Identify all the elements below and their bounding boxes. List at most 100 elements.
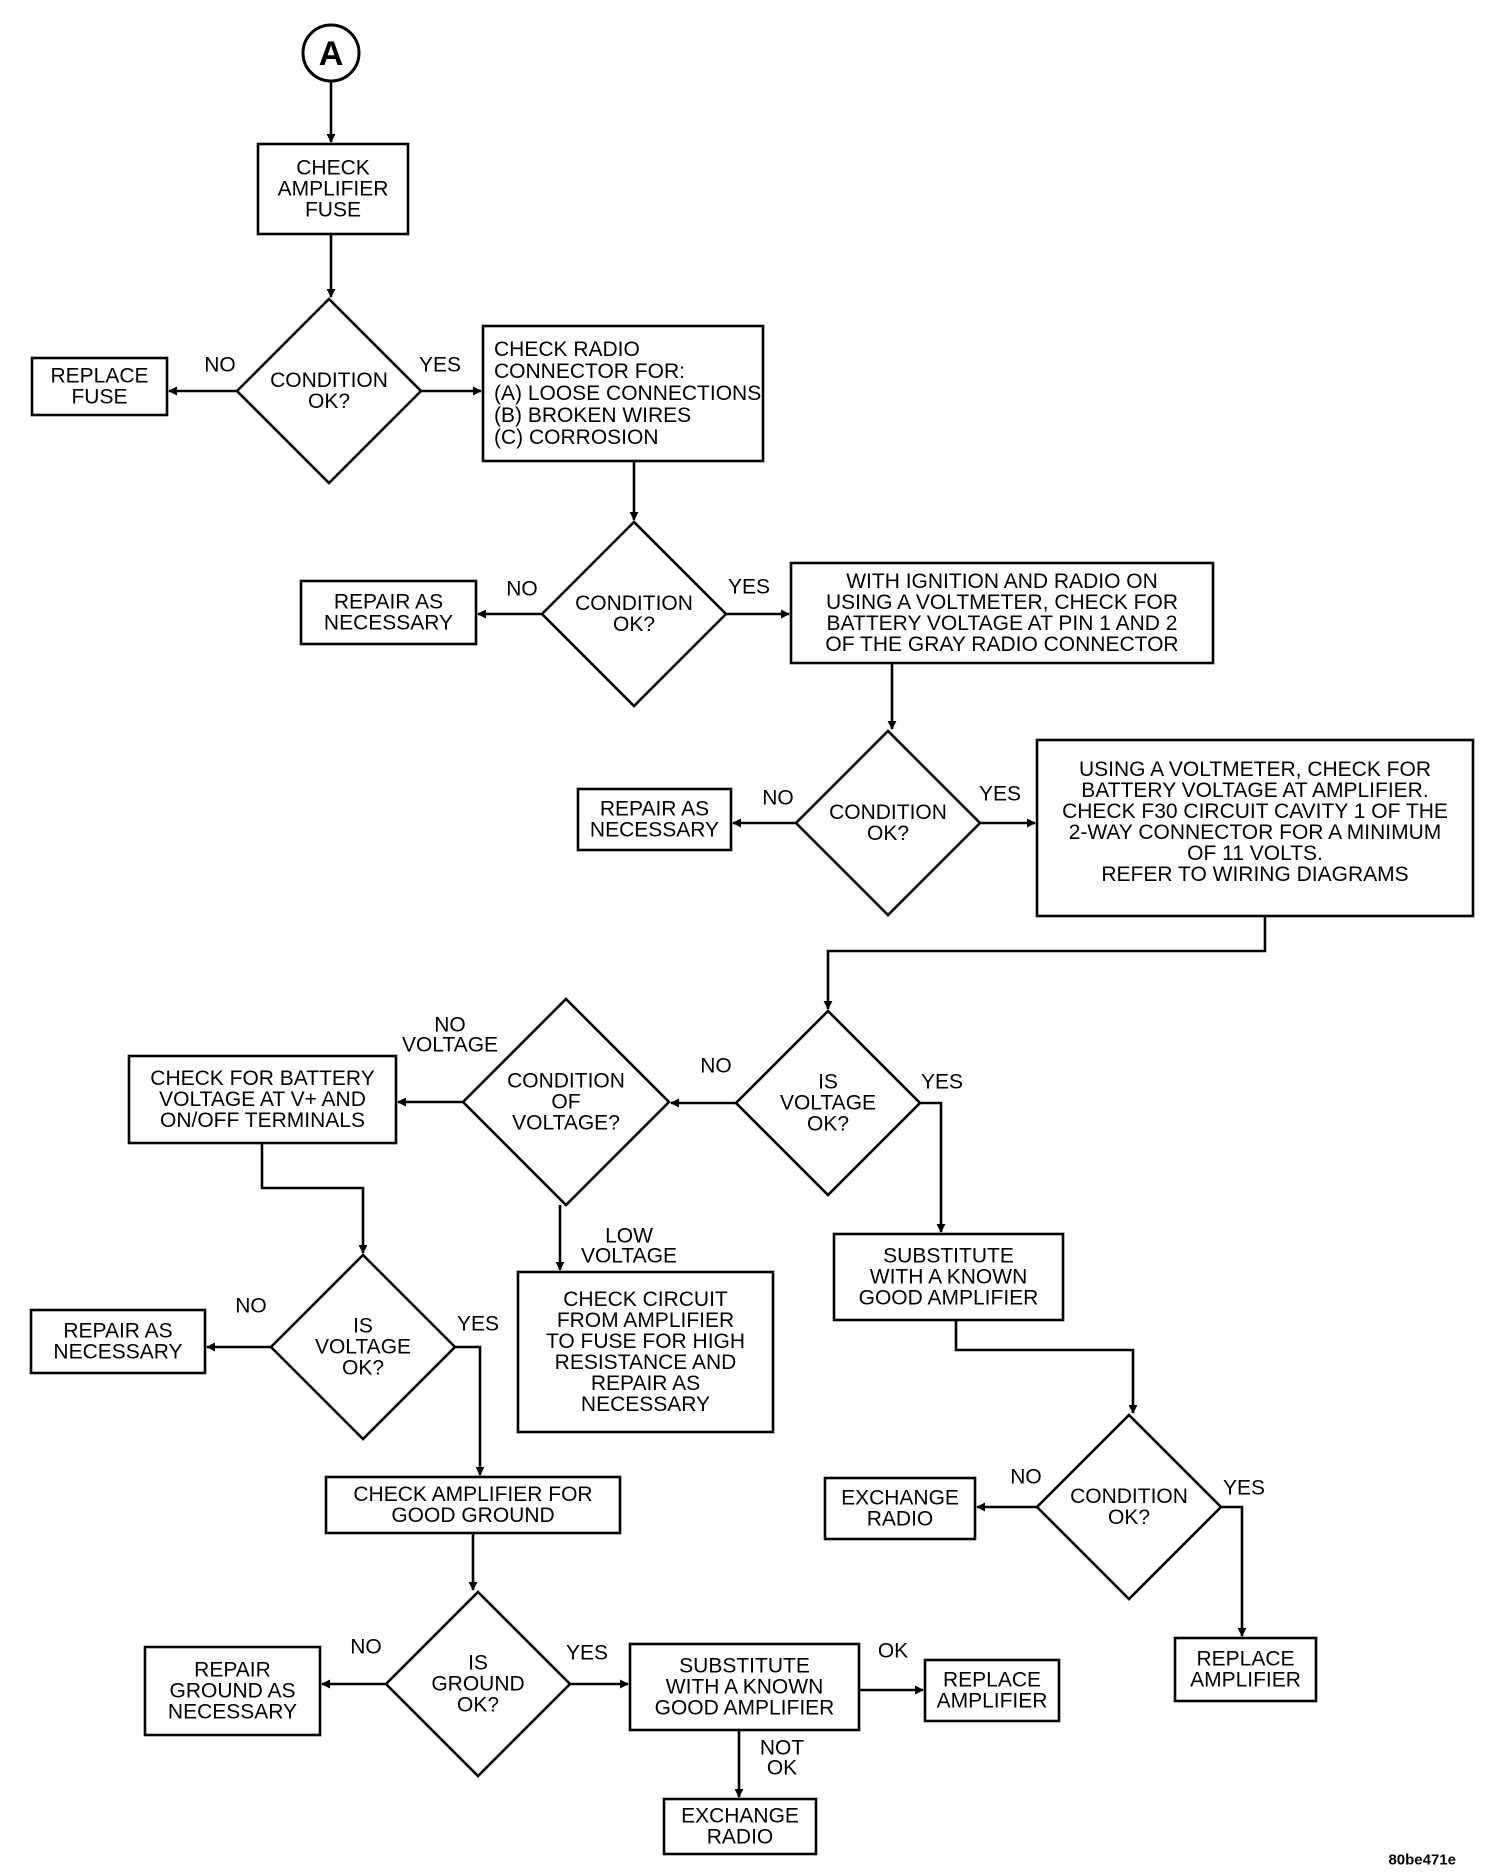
text-line: ON/OFF TERMINALS	[160, 1109, 365, 1132]
text-line: OK?	[342, 1357, 384, 1380]
flow-arrow	[1221, 1505, 1247, 1637]
box-outline	[256, 142, 410, 236]
text-line: YES	[566, 1642, 608, 1665]
edge-label-sub-ok: OK	[878, 1640, 908, 1663]
box-outline	[324, 1475, 622, 1535]
edge-label-condright-no: NO	[1010, 1466, 1042, 1489]
text-line: LOW	[605, 1225, 653, 1248]
text-line: OK	[878, 1640, 908, 1663]
text-line: IS	[353, 1315, 373, 1338]
diamond-outline	[269, 1253, 457, 1441]
text-line: GOOD AMPLIFIER	[655, 1697, 835, 1720]
text-line: NO	[762, 787, 794, 810]
text-line: WITH A KNOWN	[666, 1676, 824, 1699]
diamond-outline	[734, 1009, 922, 1197]
flow-arrow	[455, 1345, 485, 1476]
text-line: USING A VOLTMETER, CHECK FOR	[1079, 758, 1431, 781]
box-outline	[481, 324, 765, 463]
text-line: FUSE	[305, 199, 361, 222]
text-line: USING A VOLTMETER, CHECK FOR	[826, 591, 1178, 614]
text-line: RADIO	[867, 1508, 934, 1531]
text-line: VOLTAGE?	[512, 1112, 620, 1135]
text-line: GROUND	[431, 1673, 524, 1696]
box-outline	[516, 1270, 775, 1434]
edge-label-cond1-yes: YES	[419, 354, 461, 377]
text-line: IS	[818, 1071, 838, 1094]
diamond-outline	[540, 520, 728, 708]
diamond-outline	[1035, 1413, 1223, 1601]
text-line: OK?	[1108, 1506, 1150, 1529]
text-line: GROUND AS	[169, 1680, 295, 1703]
text-line: OF THE GRAY RADIO CONNECTOR	[825, 633, 1178, 656]
box-outline	[576, 787, 733, 852]
text-line: BATTERY VOLTAGE AT PIN 1 AND 2	[827, 612, 1178, 635]
edge-label-isvolt2-yes: YES	[457, 1313, 499, 1336]
box-outline	[1035, 738, 1475, 918]
text-line: CHECK CIRCUIT	[563, 1288, 728, 1311]
text-line: REFER TO WIRING DIAGRAMS	[1101, 863, 1408, 886]
edge-label-condright-yes: YES	[1223, 1477, 1265, 1500]
text-line: AMPLIFIER	[1190, 1669, 1301, 1692]
text-line: AMPLIFIER	[278, 178, 389, 201]
figure-id: 80be471e	[1388, 1852, 1456, 1869]
text-line: CHECK F30 CIRCUIT CAVITY 1 OF THE	[1062, 800, 1448, 823]
edge-label-cond3-no: NO	[762, 787, 794, 810]
text-line: REPAIR AS	[591, 1372, 700, 1395]
box-outline	[1173, 1636, 1318, 1703]
box-outline	[299, 579, 478, 646]
edge-label-cond2-yes: YES	[728, 576, 770, 599]
text-line: (A) LOOSE CONNECTIONS	[494, 382, 761, 405]
text-line: CONDITION	[1070, 1485, 1188, 1508]
text-line: (C) CORROSION	[494, 426, 659, 449]
text-line: NO	[700, 1055, 732, 1078]
text-line: WITH A KNOWN	[870, 1266, 1028, 1289]
text-line: BATTERY VOLTAGE AT AMPLIFIER.	[1081, 779, 1428, 802]
edge-label-isvolt2-no: NO	[235, 1295, 267, 1318]
diamond-outline	[794, 729, 982, 917]
text-line: OF	[551, 1091, 580, 1114]
diamond-outline	[235, 297, 423, 485]
text-line: NECESSARY	[590, 819, 719, 842]
flow-arrow	[823, 916, 1267, 1010]
text-line: NECESSARY	[581, 1393, 710, 1416]
box-outline	[832, 1232, 1065, 1322]
text-line: IS	[468, 1652, 488, 1675]
text-line: FROM AMPLIFIER	[557, 1309, 734, 1332]
text-line: (B) BROKEN WIRES	[494, 404, 691, 427]
text-line: YES	[1223, 1477, 1265, 1500]
text-line: NOT	[760, 1737, 805, 1760]
text-line: GOOD GROUND	[391, 1504, 554, 1527]
text-line: NECESSARY	[168, 1701, 297, 1724]
text-line: TO FUSE FOR HIGH	[546, 1330, 745, 1353]
text-line: RADIO	[707, 1826, 774, 1849]
edge-label-cond2-no: NO	[506, 578, 538, 601]
box-outline	[628, 1642, 861, 1732]
connector-circle: A	[301, 23, 361, 83]
text-line: GOOD AMPLIFIER	[859, 1287, 1039, 1310]
text-line: FUSE	[71, 386, 127, 409]
text-line: CHECK RADIO	[494, 338, 640, 361]
text-line: CONDITION	[507, 1070, 625, 1093]
text-line: VOLTAGE	[315, 1336, 411, 1359]
text-line: CHECK	[296, 157, 370, 180]
text-line: REPAIR AS	[63, 1320, 172, 1343]
edge-label-isvolt-yes: YES	[921, 1071, 963, 1094]
text-line: CHECK FOR BATTERY	[150, 1067, 374, 1090]
